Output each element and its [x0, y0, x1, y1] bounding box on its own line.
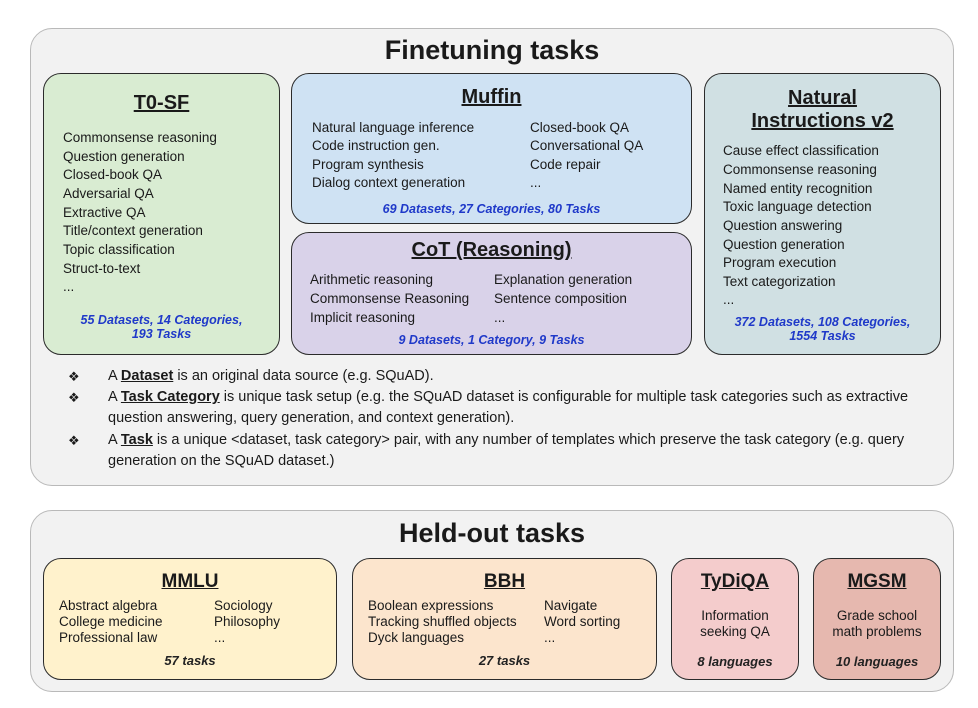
list-item: Text categorization: [723, 274, 836, 289]
tydiqa-box: TyDiQA Information seeking QA 8 language…: [671, 558, 799, 680]
list-item: Dyck languages: [368, 630, 465, 645]
definition-dataset: ❖ A Dataset is an original data source (…: [68, 366, 948, 387]
list-item: Struct-to-text: [63, 261, 141, 276]
list-item: Tracking shuffled objects: [368, 614, 517, 629]
tydiqa-stats: 8 languages: [697, 654, 773, 669]
niv2-title-line2: Instructions v2: [751, 110, 894, 132]
diamond-bullet-icon: ❖: [68, 390, 80, 405]
list-item: Arithmetic reasoning: [310, 272, 434, 287]
list-item: Program synthesis: [312, 157, 424, 172]
list-item: Implicit reasoning: [310, 310, 416, 325]
diamond-bullet-icon: ❖: [68, 369, 80, 384]
mmlu-title: MMLU: [161, 571, 219, 592]
list-item: Boolean expressions: [368, 598, 494, 613]
definition-task-category: ❖ A Task Category is unique task setup (…: [68, 389, 909, 426]
list-item: Named entity recognition: [723, 181, 873, 196]
niv2-title-line1: Natural: [788, 87, 857, 109]
heldout-title: Held-out tasks: [398, 518, 586, 548]
list-item: Sentence composition: [494, 291, 627, 306]
list-item: Extractive QA: [63, 205, 146, 220]
tydiqa-title: TyDiQA: [700, 571, 770, 592]
niv2-stats-line1: 372 Datasets, 108 Categories,: [734, 315, 911, 329]
mgsm-title: MGSM: [847, 571, 907, 592]
mmlu-box: MMLU Abstract algebra College medicine P…: [43, 558, 337, 680]
mgsm-box: MGSM Grade school math problems 10 langu…: [813, 558, 941, 680]
t0sf-stats-line1: 55 Datasets, 14 Categories,: [80, 313, 243, 327]
bbh-box: BBH Boolean expressions Tracking shuffle…: [352, 558, 657, 680]
list-item: Topic classification: [63, 242, 175, 257]
list-item: Abstract algebra: [59, 598, 158, 613]
list-item: Explanation generation: [494, 272, 633, 287]
list-item: Question generation: [63, 149, 185, 164]
list-item: Professional law: [59, 630, 158, 645]
finetuning-title: Finetuning tasks: [384, 35, 600, 65]
list-item: ...: [214, 630, 226, 645]
mgsm-stats: 10 languages: [835, 654, 919, 669]
cot-title: CoT (Reasoning): [411, 239, 572, 261]
mgsm-desc-line2: math problems: [832, 624, 922, 639]
list-item: Question generation: [723, 237, 845, 252]
list-item: Commonsense Reasoning: [310, 291, 470, 306]
niv2-stats-line2: 1554 Tasks: [789, 329, 856, 343]
term-task: Task: [120, 432, 153, 448]
list-item: Adversarial QA: [63, 186, 154, 201]
list-item: Closed-book QA: [530, 120, 630, 135]
list-item: Code instruction gen.: [312, 138, 440, 153]
list-item: Dialog context generation: [312, 175, 466, 190]
list-item: Natural language inference: [312, 120, 475, 135]
list-item: Word sorting: [544, 614, 621, 629]
list-item: Commonsense reasoning: [63, 130, 217, 145]
cot-box: CoT (Reasoning) Arithmetic reasoning Com…: [291, 232, 692, 355]
cot-stats: 9 Datasets, 1 Category, 9 Tasks: [398, 333, 585, 347]
list-item: Question answering: [723, 218, 843, 233]
list-item: College medicine: [59, 614, 163, 629]
muffin-box: Muffin Natural language inference Code i…: [291, 73, 692, 224]
list-item: ...: [544, 630, 556, 645]
list-item: ...: [723, 292, 735, 307]
list-item: Code repair: [530, 157, 601, 172]
term-dataset: Dataset: [120, 368, 174, 384]
niv2-box: Natural Instructions v2 Cause effect cla…: [704, 73, 941, 355]
muffin-stats: 69 Datasets, 27 Categories, 80 Tasks: [382, 202, 601, 216]
mgsm-desc-line1: Grade school: [836, 608, 918, 623]
definition-task: ❖ A Task is a unique <dataset, task cate…: [68, 432, 905, 469]
list-item: Closed-book QA: [63, 167, 163, 182]
list-item: Sociology: [214, 598, 273, 613]
list-item: ...: [63, 279, 75, 294]
tydiqa-desc-line1: Information: [701, 608, 769, 623]
bbh-title: BBH: [483, 571, 526, 592]
list-item: Program execution: [723, 255, 837, 270]
list-item: Philosophy: [214, 614, 281, 629]
t0sf-stats-line2: 193 Tasks: [131, 327, 192, 341]
list-item: Conversational QA: [530, 138, 644, 153]
list-item: Toxic language detection: [723, 199, 872, 214]
t0sf-box: T0-SF Commonsense reasoning Question gen…: [43, 73, 280, 355]
muffin-title: Muffin: [461, 86, 522, 108]
list-item: Title/context generation: [63, 223, 203, 238]
mmlu-stats: 57 tasks: [164, 653, 216, 668]
list-item: ...: [494, 310, 506, 325]
tydiqa-desc-line2: seeking QA: [700, 624, 770, 639]
diamond-bullet-icon: ❖: [68, 433, 80, 448]
list-item: Commonsense reasoning: [723, 162, 877, 177]
list-item: Navigate: [544, 598, 598, 613]
t0sf-title: T0-SF: [133, 92, 190, 114]
list-item: ...: [530, 175, 542, 190]
bbh-stats: 27 tasks: [478, 653, 531, 668]
term-task-category: Task Category: [120, 389, 220, 405]
list-item: Cause effect classification: [723, 143, 879, 158]
